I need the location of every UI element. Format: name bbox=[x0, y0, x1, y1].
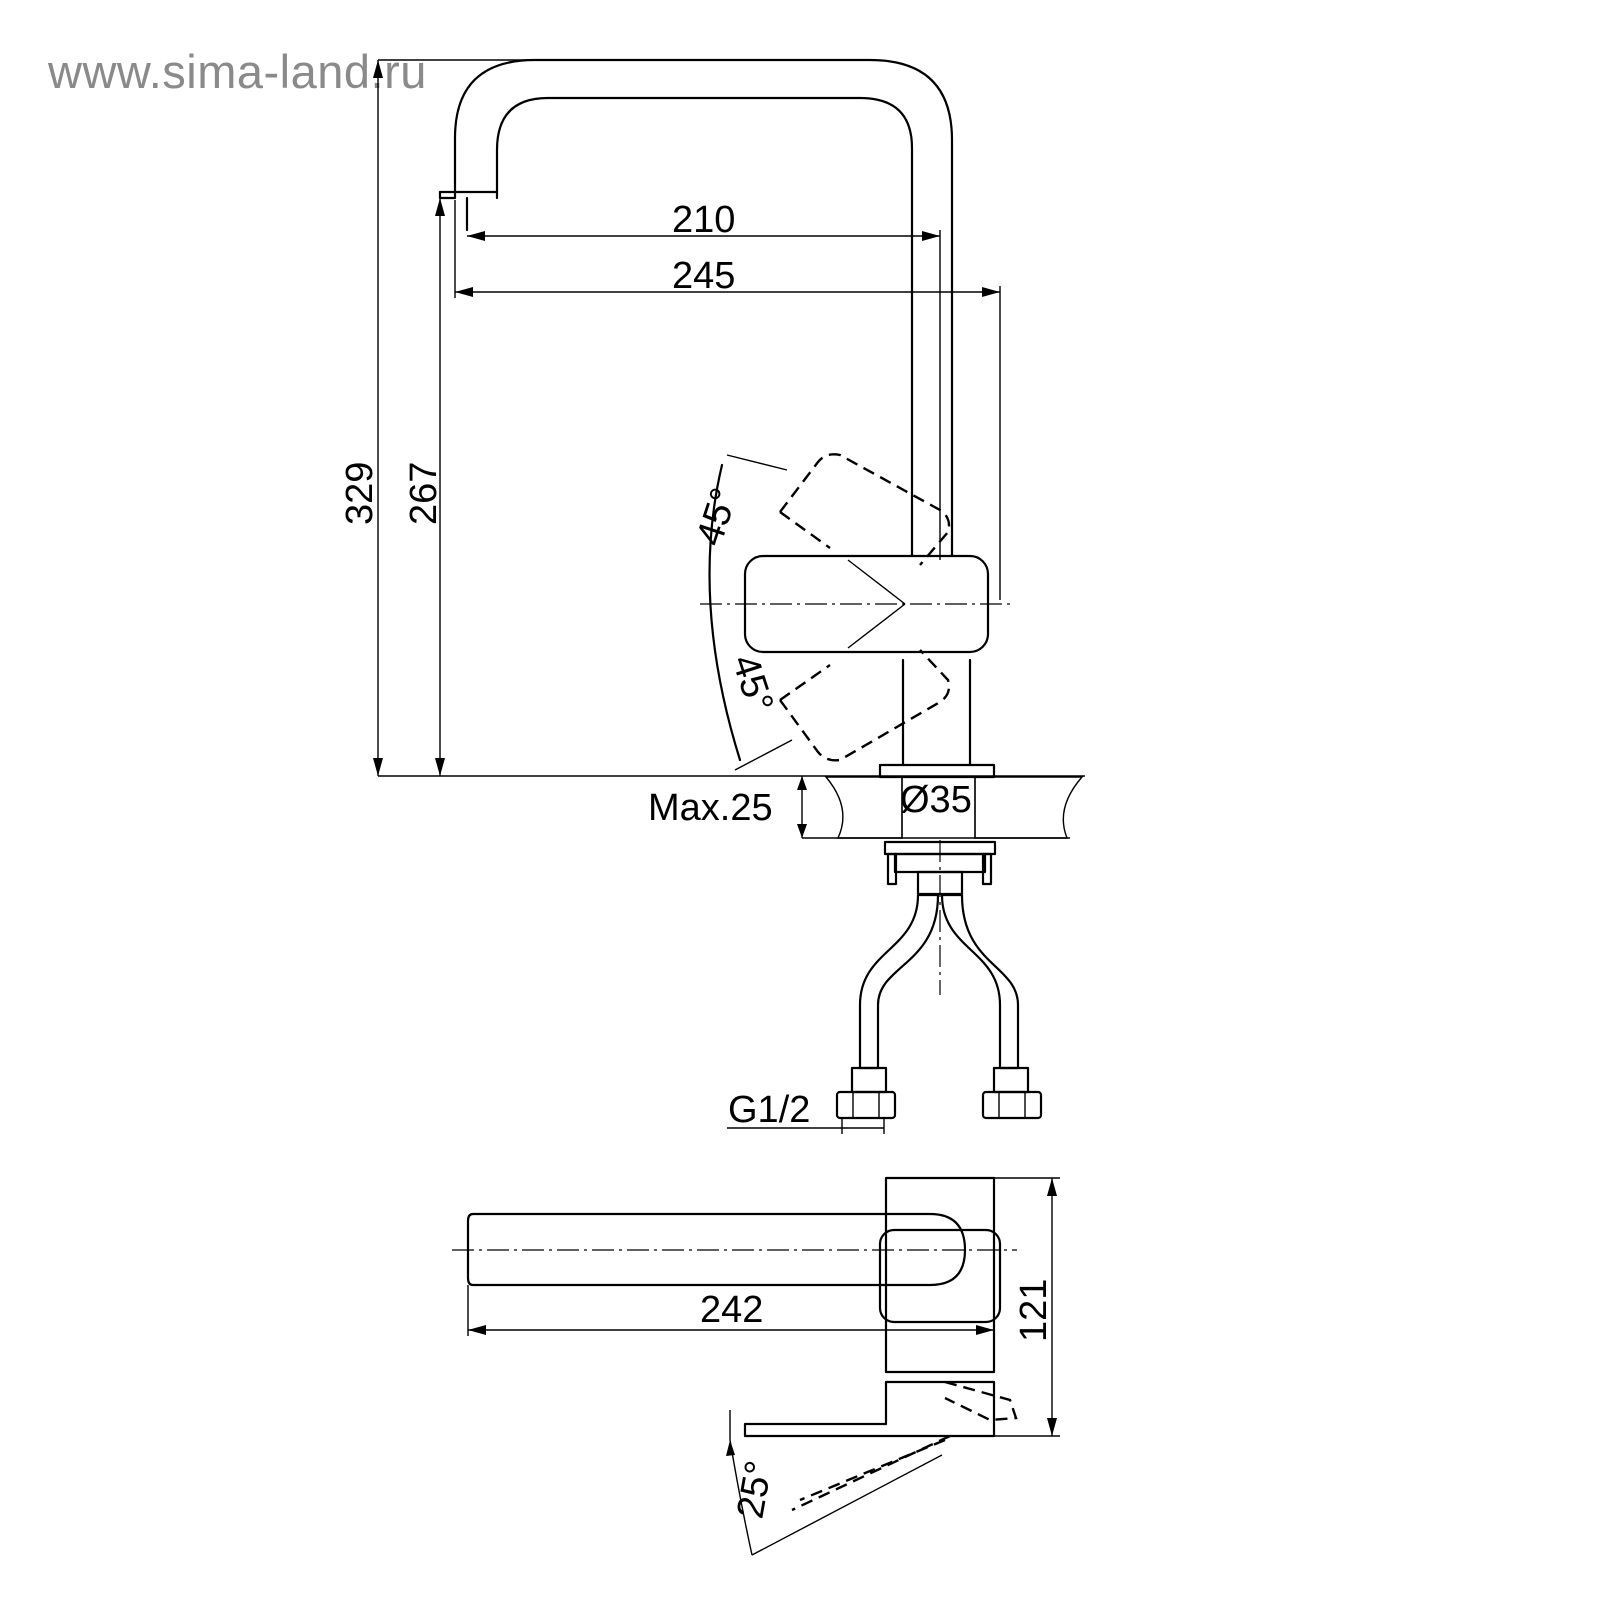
dim-g12: G1/2 bbox=[727, 1089, 885, 1134]
handle-rotated-up bbox=[779, 453, 951, 566]
dim-210-label: 210 bbox=[672, 199, 735, 241]
watermark: www.sima-land.ru bbox=[48, 45, 427, 98]
supply-hose-left bbox=[835, 893, 940, 1120]
dim-267: 267 bbox=[403, 198, 445, 776]
handle-rotated-down bbox=[779, 649, 951, 762]
dim-max25: Max.25 bbox=[648, 776, 807, 838]
angle-up-label: 45° bbox=[689, 483, 747, 551]
dim-g12-label: G1/2 bbox=[728, 1089, 810, 1131]
dim-267-label: 267 bbox=[403, 462, 445, 525]
deck-section bbox=[378, 775, 1085, 839]
faucet-body bbox=[878, 658, 996, 779]
dim-210: 210 bbox=[467, 199, 941, 560]
dim-25deg-label: 25° bbox=[730, 1458, 781, 1522]
mounting-nut bbox=[883, 840, 997, 995]
dim-max25-label: Max.25 bbox=[648, 787, 773, 829]
rotation-arc bbox=[708, 463, 742, 762]
dim-329: 329 bbox=[339, 59, 530, 776]
supply-hose-right bbox=[940, 893, 1043, 1120]
dim-245-label: 245 bbox=[672, 255, 735, 297]
angle-down-label: 45° bbox=[723, 650, 781, 718]
dim-245: 245 bbox=[454, 200, 1001, 600]
dim-hole-label: Ø35 bbox=[900, 779, 972, 821]
dim-242: 242 bbox=[467, 1285, 994, 1336]
top-view bbox=[452, 1176, 1018, 1512]
dim-121-label: 121 bbox=[1013, 1279, 1055, 1342]
dim-242-label: 242 bbox=[700, 1289, 763, 1331]
spout-outline bbox=[438, 58, 954, 557]
dim-329-label: 329 bbox=[339, 462, 381, 525]
dim-121: 121 bbox=[994, 1177, 1060, 1437]
dim-25deg: 25° bbox=[726, 1410, 943, 1556]
